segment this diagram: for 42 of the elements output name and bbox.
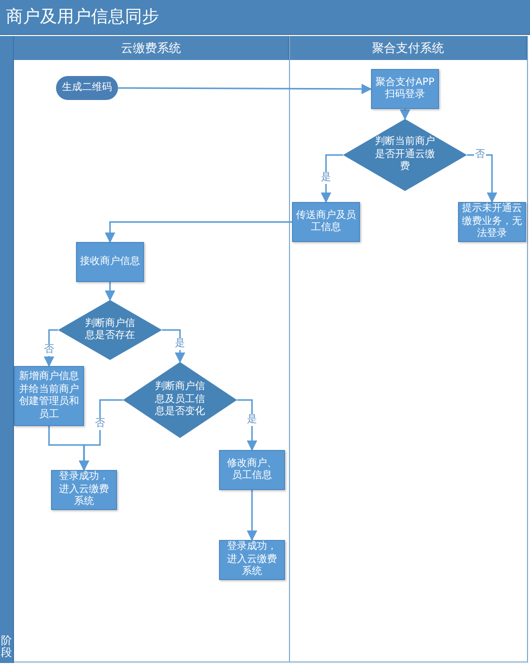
- arrow: [44, 329, 58, 368]
- title-bar: 商户及用户信息同步: [0, 0, 530, 35]
- process-box: [76, 242, 144, 282]
- edge-label: 否: [94, 418, 106, 430]
- arrow: [118, 84, 372, 94]
- process-box: [219, 450, 285, 490]
- process-box: [292, 202, 360, 242]
- start-terminal: [56, 76, 118, 100]
- process-box: [371, 69, 439, 109]
- decision-text: 判断商户信息是否存在: [84, 318, 136, 342]
- terminal-text: 生成二维码: [62, 82, 112, 94]
- step-text: 修改商户、员工信息: [226, 458, 278, 482]
- decision-text: 判断当前商户是否开通云缴费: [374, 136, 436, 174]
- decision-diamond: [58, 300, 162, 360]
- lane-header: 云缴费系统: [14, 36, 289, 60]
- step-text: 提示未开通云缴费业务，无法登录: [462, 203, 522, 241]
- arrow: [104, 282, 116, 302]
- edge-label: 是: [246, 414, 258, 426]
- edge-label: 否: [43, 344, 55, 356]
- decision-text: 判断商户信息及员工信息是否变化: [154, 381, 206, 419]
- step-text: 登录成功，进入云缴费系统: [226, 541, 278, 579]
- arrow: [104, 221, 292, 244]
- arrow: [467, 154, 498, 204]
- process-box: [219, 540, 285, 580]
- step-text: 传送商户及员工信息: [296, 210, 356, 234]
- edge-label: 否: [474, 149, 486, 161]
- edge-label: 是: [174, 338, 186, 350]
- process-box: [51, 470, 117, 510]
- swimlane: [290, 36, 528, 663]
- step-text: 接收商户信息: [80, 256, 140, 268]
- arrow: [246, 490, 258, 542]
- step-text: 新增商户信息并给当前商户创建管理员和员工: [18, 371, 80, 421]
- arrow: [400, 109, 410, 120]
- edge-label: 是: [320, 172, 332, 184]
- step-text: 聚合支付APP扫码登录: [375, 76, 435, 102]
- phase-label: 阶段: [1, 634, 12, 659]
- lane-header: 聚合支付系统: [290, 36, 527, 60]
- step-text: 登录成功，进入云缴费系统: [58, 471, 110, 509]
- decision-diamond: [343, 119, 467, 191]
- arrow: [78, 399, 123, 472]
- decision-diamond: [123, 362, 237, 438]
- swimlane: [14, 36, 290, 663]
